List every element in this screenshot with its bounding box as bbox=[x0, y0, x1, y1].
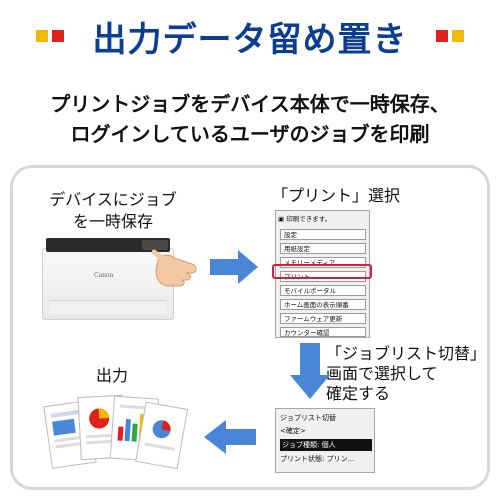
arrow-down-icon bbox=[290, 343, 330, 399]
menu-item-settings[interactable]: 設定 bbox=[280, 229, 366, 240]
arrow-right-icon bbox=[210, 250, 258, 284]
decor-square-red-left bbox=[52, 30, 64, 42]
subtitle-line-2: ログインしているユーザのジョブを印刷 bbox=[70, 122, 430, 146]
menu-item-home-order[interactable]: ホーム画面の表示順番 bbox=[280, 299, 366, 310]
printer-brand: Canon bbox=[94, 272, 114, 279]
page-title: 出力データ留め置き bbox=[92, 20, 408, 60]
title-row: 出力データ留め置き bbox=[0, 8, 500, 60]
printer-small-icon: ▣ bbox=[278, 215, 285, 223]
menu-item-memory-media[interactable]: メモリーメディア bbox=[280, 257, 366, 268]
menu-header: ▣ 印刷できます。 bbox=[278, 215, 332, 223]
output-label: 出力 bbox=[96, 366, 129, 385]
hand-icon bbox=[152, 249, 197, 287]
menu-screen: ▣ 印刷できます。 設定 用紙設定 メモリーメディア プリント モバイルポータル… bbox=[275, 210, 370, 338]
arrow-left-icon bbox=[204, 420, 256, 454]
decor-square-yellow-right bbox=[452, 30, 464, 42]
menu-item-paper-settings[interactable]: 用紙設定 bbox=[280, 243, 366, 254]
printer-tray bbox=[50, 300, 166, 314]
store-label-line-2: を一時保存 bbox=[72, 212, 153, 231]
job-list-title: ジョブリスト切替 bbox=[280, 414, 336, 422]
printer-top bbox=[46, 238, 170, 252]
menu-item-firmware-update[interactable]: ファームウェア更新 bbox=[280, 313, 366, 324]
decor-square-yellow-left bbox=[36, 30, 48, 42]
job-type-row[interactable]: ジョブ種類: 個人 bbox=[280, 439, 372, 451]
job-list-screen: ジョブリスト切替 <確定> ジョブ種類: 個人 プリント状態: プリン... bbox=[275, 408, 375, 473]
switch-label-line-2: 画面で選択して bbox=[326, 364, 438, 383]
store-label-line-1: デバイスにジョブ bbox=[49, 190, 177, 209]
print-select-label: 「プリント」選択 bbox=[272, 186, 401, 205]
menu-item-mobile-portal[interactable]: モバイルポータル bbox=[280, 285, 366, 296]
switch-label-line-3: 確定する bbox=[326, 384, 391, 403]
job-confirm-button[interactable]: <確定> bbox=[280, 427, 306, 435]
menu-item-counter-check[interactable]: カウンター確認 bbox=[280, 327, 366, 337]
print-item-highlight bbox=[272, 264, 372, 279]
print-status-row[interactable]: プリント状態: プリン... bbox=[280, 455, 355, 463]
printed-documents-image bbox=[43, 394, 189, 470]
printer-control-panel bbox=[142, 240, 168, 250]
subtitle-line-1: プリントジョブをデバイス本体で一時保存、 bbox=[50, 92, 450, 116]
switch-label-line-1: 「ジョブリスト切替」 bbox=[326, 344, 487, 363]
decor-square-red-right bbox=[436, 30, 448, 42]
